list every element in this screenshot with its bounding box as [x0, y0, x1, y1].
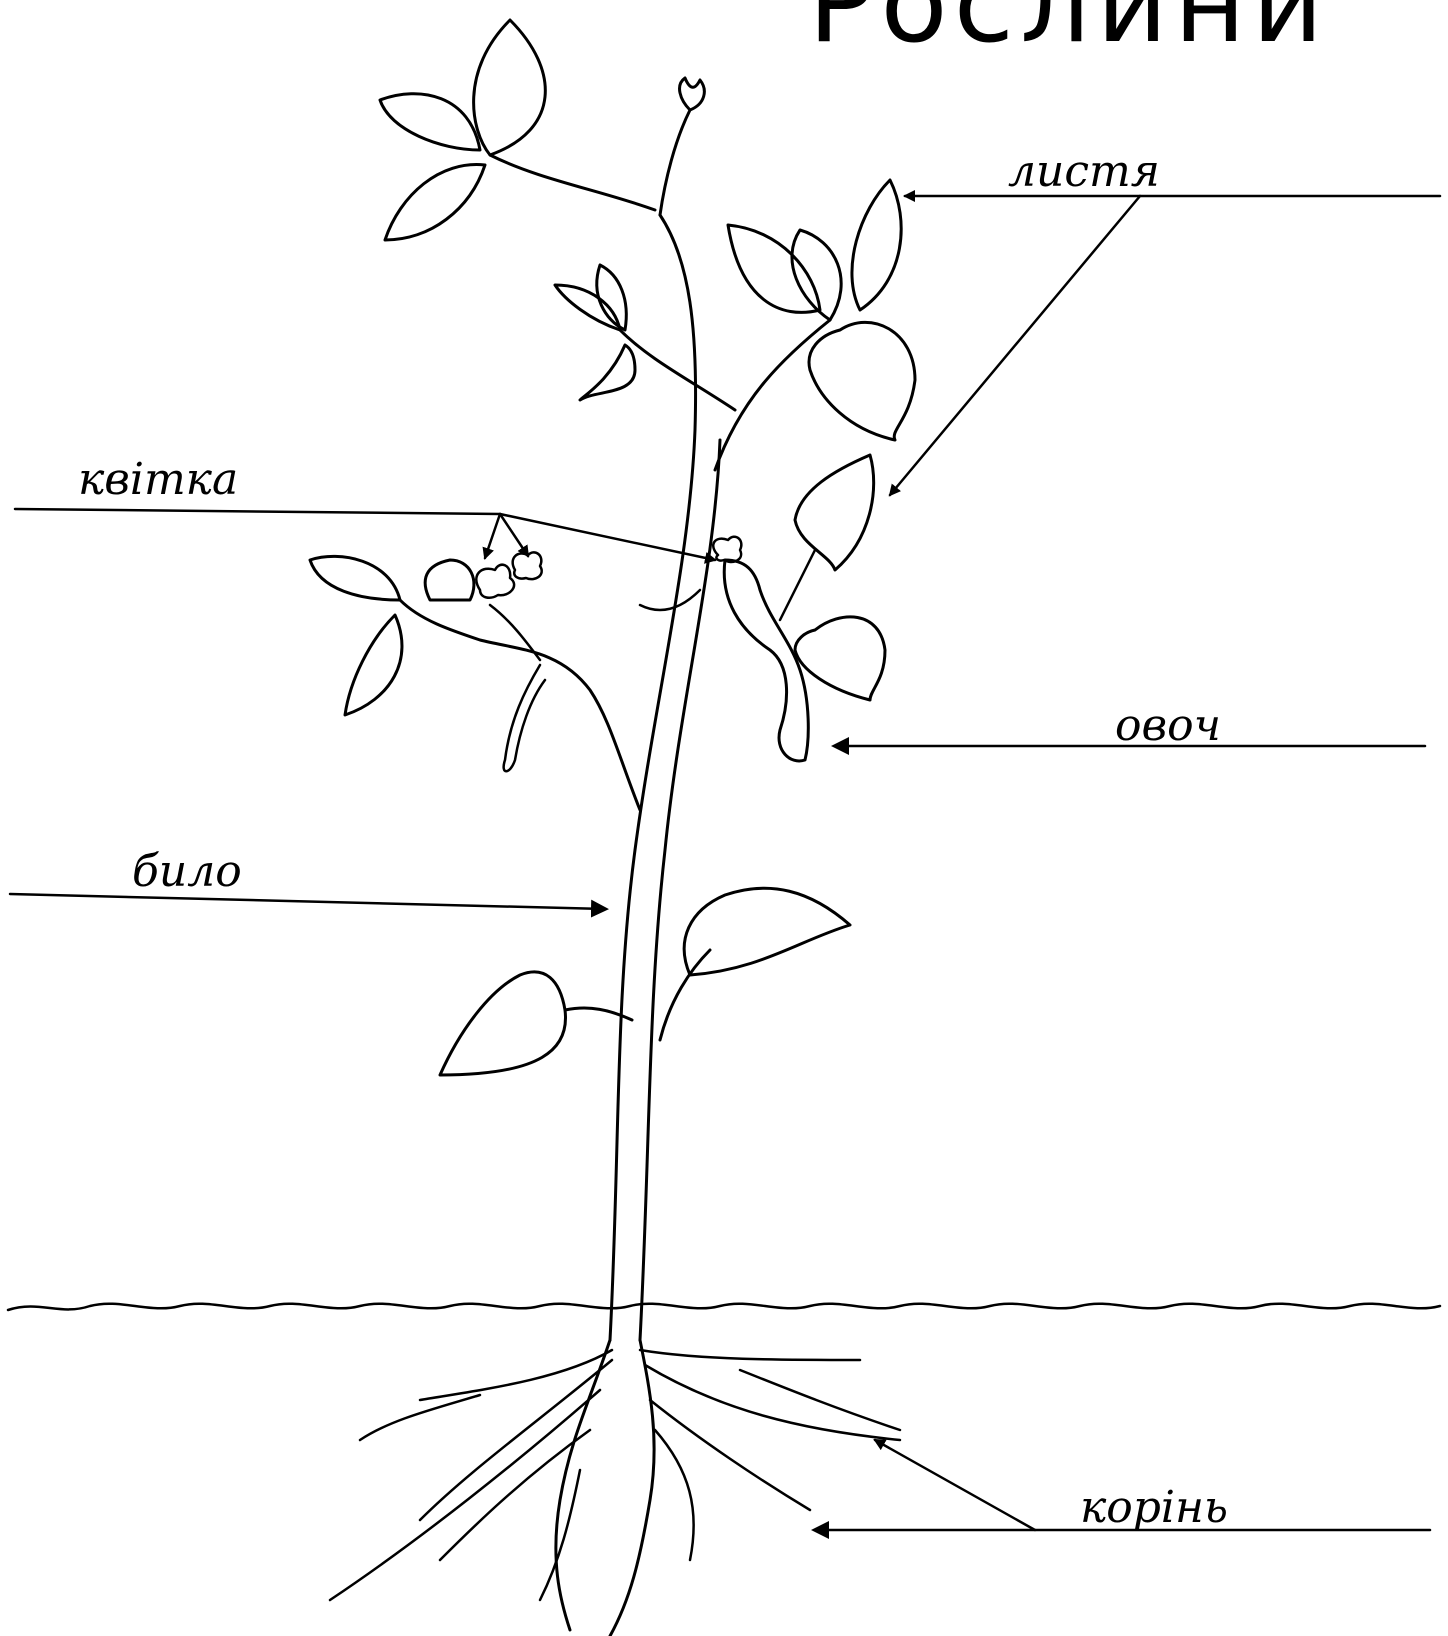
tendril: [640, 590, 700, 610]
leaf: [597, 265, 626, 330]
top-bud: [660, 78, 704, 215]
leaf: [580, 345, 635, 400]
leaf: [425, 560, 474, 600]
leaf: [474, 20, 546, 155]
leaf: [555, 285, 620, 330]
ground-line: [8, 1304, 1440, 1310]
label-fruit: овоч: [1115, 704, 1221, 748]
roots: [330, 1340, 900, 1636]
label-stem: било: [132, 850, 242, 894]
label-flower: квітка: [78, 458, 238, 502]
page-title: Рослини: [808, 0, 1329, 58]
leaf: [684, 888, 850, 975]
hanging-pod: [504, 665, 545, 771]
leaf: [440, 972, 566, 1075]
leaf: [345, 615, 402, 715]
flower: [476, 565, 514, 598]
leaf: [792, 230, 841, 320]
flower-stalk: [490, 605, 540, 660]
label-root: корінь: [1080, 1486, 1228, 1530]
leaf: [852, 180, 901, 310]
leaf: [310, 556, 400, 600]
small-flower-on-stem: [713, 537, 741, 562]
leaf: [795, 617, 885, 700]
upper-right-branch: [715, 320, 830, 470]
leaf: [380, 94, 480, 150]
upper-left-branch: [490, 155, 655, 210]
mid-left-branch: [620, 330, 735, 410]
right-mid-stem: [780, 550, 815, 620]
leaf: [809, 322, 915, 440]
label-leaves: листя: [1008, 150, 1160, 194]
leaf: [795, 455, 874, 570]
leaf: [385, 165, 485, 240]
